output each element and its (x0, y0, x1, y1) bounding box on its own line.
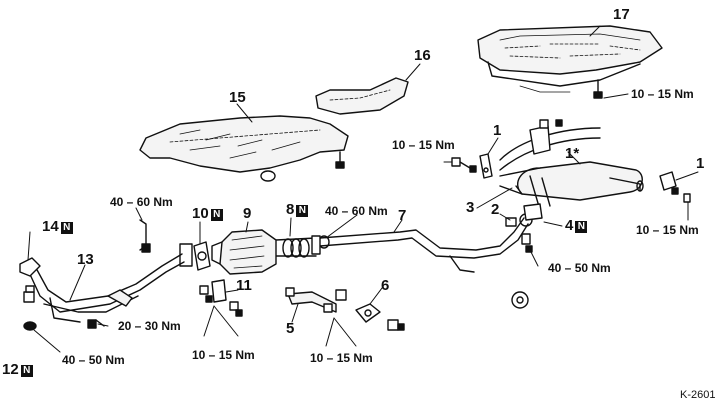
gasket-14 (19, 257, 41, 277)
part-number-17: 17 (613, 6, 630, 23)
torque-spec-right-bottom: 10 – 15 Nm (636, 223, 699, 237)
part-number-16: 16 (414, 47, 431, 64)
bracket-11 (199, 279, 243, 317)
part-number-6: 6 (381, 277, 390, 294)
part-number-1-left: 1 (493, 122, 502, 139)
heat-shield-16 (315, 77, 409, 115)
flange-10 (139, 219, 211, 271)
new-part-badge: N (60, 222, 73, 234)
torque-spec-clamp: 10 – 15 Nm (392, 138, 455, 152)
part-number-15: 15 (229, 89, 246, 106)
clamp-bolts (451, 119, 691, 203)
leader-lines (27, 25, 699, 353)
muffler-1-star (499, 127, 644, 211)
torque-spec-top-right: 10 – 15 Nm (631, 87, 694, 101)
hanger-6 (355, 303, 405, 331)
part-number-11: 11 (236, 277, 252, 294)
torque-spec-40-60-mid: 40 – 60 Nm (325, 204, 388, 218)
part-number-1-star: 1* (565, 145, 580, 162)
part-number-2: 2 (491, 201, 500, 218)
heat-shield-15 (139, 115, 349, 182)
part-number-7: 7 (398, 207, 407, 224)
bracket-5 (285, 287, 347, 313)
torque-spec-40-50-bottom: 40 – 50 Nm (62, 353, 125, 367)
torque-spec-20-30: 20 – 30 Nm (118, 319, 181, 333)
torque-spec-40-50-right: 40 – 50 Nm (548, 261, 611, 275)
part-number-3: 3 (466, 199, 475, 216)
front-pipe-13 (23, 253, 185, 329)
flex-joint-8 (275, 235, 321, 258)
part-number-5: 5 (286, 320, 295, 337)
part-number-9: 9 (243, 205, 252, 222)
joint-2-4 (505, 203, 543, 309)
part-number-1-right: 1 (696, 155, 705, 172)
catalytic-converter-9 (211, 229, 277, 275)
new-part-badge: N (20, 365, 33, 377)
torque-spec-10-15-bottom-left: 10 – 15 Nm (192, 348, 255, 362)
new-part-badge: N (296, 205, 309, 217)
centre-pipe-7 (318, 213, 533, 273)
hanger-bracket-1 (479, 125, 677, 191)
figure-code: K-2601 (680, 389, 716, 401)
new-part-badge: N (210, 209, 223, 221)
torque-spec-10-15-bottom-mid: 10 – 15 Nm (310, 351, 373, 365)
new-part-badge: N (575, 221, 588, 233)
nut-12 (23, 321, 37, 331)
heat-shield-17 (477, 25, 663, 99)
part-number-13: 13 (77, 251, 94, 268)
torque-spec-40-60-left: 40 – 60 Nm (110, 195, 173, 209)
